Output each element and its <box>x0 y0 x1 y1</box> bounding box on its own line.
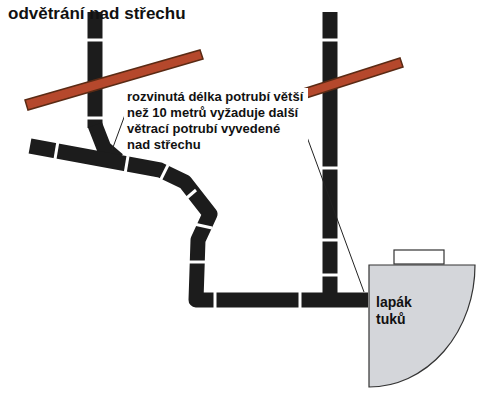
node-label: lapák tuků <box>368 264 431 328</box>
vent-pipe-left <box>88 12 103 128</box>
trap-lid <box>394 250 444 264</box>
grease-trap: lapák tuků <box>368 264 476 388</box>
title: odvětrání nad střechu <box>8 4 186 24</box>
callout-note: rozvinutá délka potrubí větší než 10 met… <box>124 88 308 154</box>
drain-pipe <box>30 146 368 300</box>
vent-pipe-right <box>323 12 338 296</box>
